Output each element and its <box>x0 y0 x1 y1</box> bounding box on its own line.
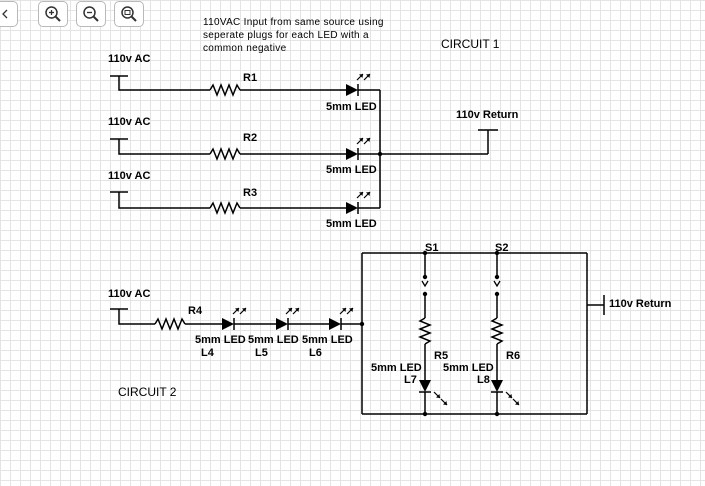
s2-label: S2 <box>495 242 508 254</box>
r2-label: R2 <box>243 132 257 144</box>
r3-label: R3 <box>243 187 257 199</box>
led-d2 <box>346 137 371 160</box>
circuit2-wires <box>110 252 605 415</box>
ac-label-3: 110v AC <box>108 170 150 182</box>
led-l7 <box>419 380 448 406</box>
circuit1-title: CIRCUIT 1 <box>441 37 500 51</box>
zoom-fit-button[interactable] <box>114 1 144 27</box>
led-l5 <box>276 307 300 330</box>
r4-label: R4 <box>188 305 203 317</box>
zoom-out-button[interactable] <box>76 1 106 27</box>
chevron-left-icon <box>2 9 8 19</box>
led-d1 <box>346 73 371 96</box>
led5-type-label: 5mm LED <box>248 334 299 346</box>
note-line-1: 110VAC Input from same source using <box>203 17 384 28</box>
led-l4 <box>222 307 247 330</box>
note-line-2: seperate plugs for each LED with a <box>203 30 369 41</box>
led7-type-label: 5mm LED <box>371 362 422 374</box>
led4-label: L4 <box>201 347 215 359</box>
junction-dot <box>422 411 428 417</box>
led7-label: L7 <box>404 374 417 386</box>
zoom-in-button[interactable] <box>38 1 68 27</box>
led8-label: L8 <box>477 374 490 386</box>
ac-label-2: 110v AC <box>108 116 150 128</box>
led-l8 <box>491 380 520 406</box>
zoom-in-icon <box>45 6 61 22</box>
junction-dot <box>494 411 500 417</box>
s1-label: S1 <box>425 242 438 254</box>
zoom-out-icon <box>83 6 99 22</box>
note-line-3: common negative <box>203 43 287 54</box>
led8-type-label: 5mm LED <box>443 362 494 374</box>
r6-label: R6 <box>506 350 520 362</box>
junction-dot <box>359 321 365 327</box>
back-button[interactable] <box>0 1 18 27</box>
led1-label: 5mm LED <box>326 101 377 113</box>
zoom-fit-icon <box>121 6 137 22</box>
led6-label: L6 <box>309 347 322 359</box>
r1-label: R1 <box>243 72 257 84</box>
circuit1-wires <box>110 75 498 216</box>
r5-label: R5 <box>434 350 448 362</box>
led3-label: 5mm LED <box>326 218 377 230</box>
led2-label: 5mm LED <box>326 164 377 176</box>
circuit2-title: CIRCUIT 2 <box>118 385 177 399</box>
led-d3 <box>346 191 371 214</box>
led4-type-label: 5mm LED <box>195 334 246 346</box>
ac-label-1: 110v AC <box>108 53 150 65</box>
led-l6 <box>329 307 354 330</box>
return-label-2: 110v Return <box>609 298 672 310</box>
ac-label-4: 110v AC <box>108 288 150 300</box>
switch-s1 <box>421 250 429 297</box>
led6-type-label: 5mm LED <box>302 334 353 346</box>
switch-s2 <box>493 250 501 297</box>
return-label-1: 110v Return <box>456 109 519 121</box>
junction-dot <box>377 151 383 157</box>
led5-label: L5 <box>255 347 268 359</box>
